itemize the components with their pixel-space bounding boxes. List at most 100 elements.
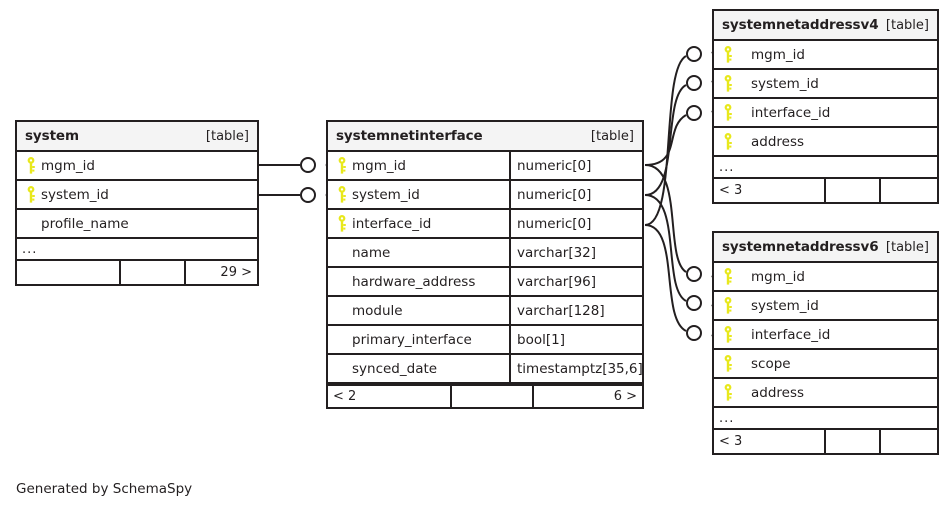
table-systemnetaddressv6-tag: [table] — [885, 239, 929, 255]
table-row[interactable]: interface_id numeric[0] — [328, 210, 642, 239]
key-icon — [720, 297, 738, 314]
table-system-tag: [table] — [205, 128, 249, 144]
footer-left[interactable] — [17, 261, 119, 284]
column-name: scope — [751, 355, 791, 372]
table-row[interactable]: system_id — [714, 292, 937, 321]
footer-middle — [824, 430, 879, 453]
table-row[interactable]: interface_id — [714, 321, 937, 350]
more-columns-indicator[interactable]: ... — [714, 408, 937, 430]
column-cell: address — [714, 128, 937, 155]
column-cell: system_id — [328, 181, 509, 208]
column-name: module — [352, 302, 403, 319]
column-type: numeric[0] — [509, 181, 642, 208]
key-icon — [720, 133, 738, 150]
table-systemnetaddressv6[interactable]: systemnetaddressv6 [table] mgm_id — [712, 231, 939, 455]
column-name: synced_date — [352, 360, 438, 377]
column-type: bool[1] — [509, 326, 642, 353]
table-systemnetinterface-header: systemnetinterface [table] — [328, 122, 642, 152]
footer-right[interactable]: 6 > — [532, 386, 642, 407]
table-row[interactable]: module varchar[128] — [328, 297, 642, 326]
column-cell: interface_id — [714, 321, 937, 348]
table-row[interactable]: system_id — [17, 181, 257, 210]
column-name: interface_id — [751, 104, 831, 121]
table-systemnetaddressv4-tag: [table] — [885, 17, 929, 33]
column-cell: name — [328, 239, 509, 266]
column-type: numeric[0] — [509, 152, 642, 179]
column-name: name — [352, 244, 391, 261]
key-icon — [720, 104, 738, 121]
column-cell: primary_interface — [328, 326, 509, 353]
column-cell: scope — [714, 350, 937, 377]
table-footer: < 2 6 > — [328, 384, 642, 407]
column-type: varchar[32] — [509, 239, 642, 266]
table-footer: < 3 — [714, 430, 937, 453]
table-system[interactable]: system [table] mgm_id — [15, 120, 259, 286]
column-cell: mgm_id — [17, 152, 257, 179]
column-type: timestamptz[35,6] — [509, 355, 643, 382]
column-cell: mgm_id — [714, 41, 937, 68]
table-systemnetinterface[interactable]: systemnetinterface [table] mgm_id numeri… — [326, 120, 644, 409]
footer-right[interactable]: 29 > — [184, 261, 257, 284]
key-icon — [23, 186, 41, 203]
footer-right — [879, 179, 937, 202]
table-row[interactable]: mgm_id numeric[0] — [328, 152, 642, 181]
key-icon — [720, 46, 738, 63]
column-name: mgm_id — [751, 46, 805, 63]
column-name: mgm_id — [751, 268, 805, 285]
column-name: address — [751, 133, 805, 150]
table-row[interactable]: interface_id — [714, 99, 937, 128]
table-row[interactable]: profile_name — [17, 210, 257, 239]
column-cell: system_id — [714, 70, 937, 97]
table-row[interactable]: mgm_id — [17, 152, 257, 181]
table-row[interactable]: system_id — [714, 70, 937, 99]
table-row[interactable]: primary_interface bool[1] — [328, 326, 642, 355]
column-cell: interface_id — [714, 99, 937, 126]
table-row[interactable]: synced_date timestamptz[35,6] — [328, 355, 643, 384]
footer-left[interactable]: < 3 — [719, 434, 743, 449]
more-columns-indicator[interactable]: ... — [17, 239, 257, 261]
table-systemnetinterface-tag: [table] — [590, 128, 634, 144]
key-icon — [334, 186, 352, 203]
table-systemnetaddressv4[interactable]: systemnetaddressv4 [table] mgm_id — [712, 9, 939, 204]
column-cell: system_id — [17, 181, 257, 208]
table-footer: < 3 — [714, 179, 937, 202]
column-name: mgm_id — [41, 157, 95, 174]
table-row[interactable]: hardware_address varchar[96] — [328, 268, 642, 297]
column-name: system_id — [751, 75, 819, 92]
footer-right — [879, 430, 937, 453]
table-row[interactable]: address — [714, 128, 937, 157]
footer-middle — [450, 386, 532, 407]
column-type: varchar[128] — [509, 297, 642, 324]
column-type: numeric[0] — [509, 210, 642, 237]
table-row[interactable]: mgm_id — [714, 41, 937, 70]
table-system-title: system — [25, 128, 79, 144]
column-name: interface_id — [751, 326, 831, 343]
column-name: hardware_address — [352, 273, 476, 290]
footer-left[interactable]: < 2 — [333, 389, 357, 404]
table-systemnetaddressv6-header: systemnetaddressv6 [table] — [714, 233, 937, 263]
table-row[interactable]: mgm_id — [714, 263, 937, 292]
key-icon — [720, 355, 738, 372]
footer-middle — [824, 179, 879, 202]
column-name: address — [751, 384, 805, 401]
column-name: mgm_id — [352, 157, 406, 174]
more-columns-indicator[interactable]: ... — [714, 157, 937, 179]
column-cell: address — [714, 379, 937, 406]
table-systemnetaddressv6-title: systemnetaddressv6 — [722, 239, 879, 255]
key-icon — [334, 157, 352, 174]
footer-left[interactable]: < 3 — [719, 183, 743, 198]
column-name: system_id — [751, 297, 819, 314]
column-name: interface_id — [352, 215, 432, 232]
table-row[interactable]: address — [714, 379, 937, 408]
column-cell: mgm_id — [328, 152, 509, 179]
column-cell: mgm_id — [714, 263, 937, 290]
key-icon — [720, 268, 738, 285]
key-icon — [334, 215, 352, 232]
table-row[interactable]: system_id numeric[0] — [328, 181, 642, 210]
column-name: system_id — [41, 186, 109, 203]
column-cell: interface_id — [328, 210, 509, 237]
table-row[interactable]: scope — [714, 350, 937, 379]
column-cell: profile_name — [17, 210, 257, 237]
table-row[interactable]: name varchar[32] — [328, 239, 642, 268]
